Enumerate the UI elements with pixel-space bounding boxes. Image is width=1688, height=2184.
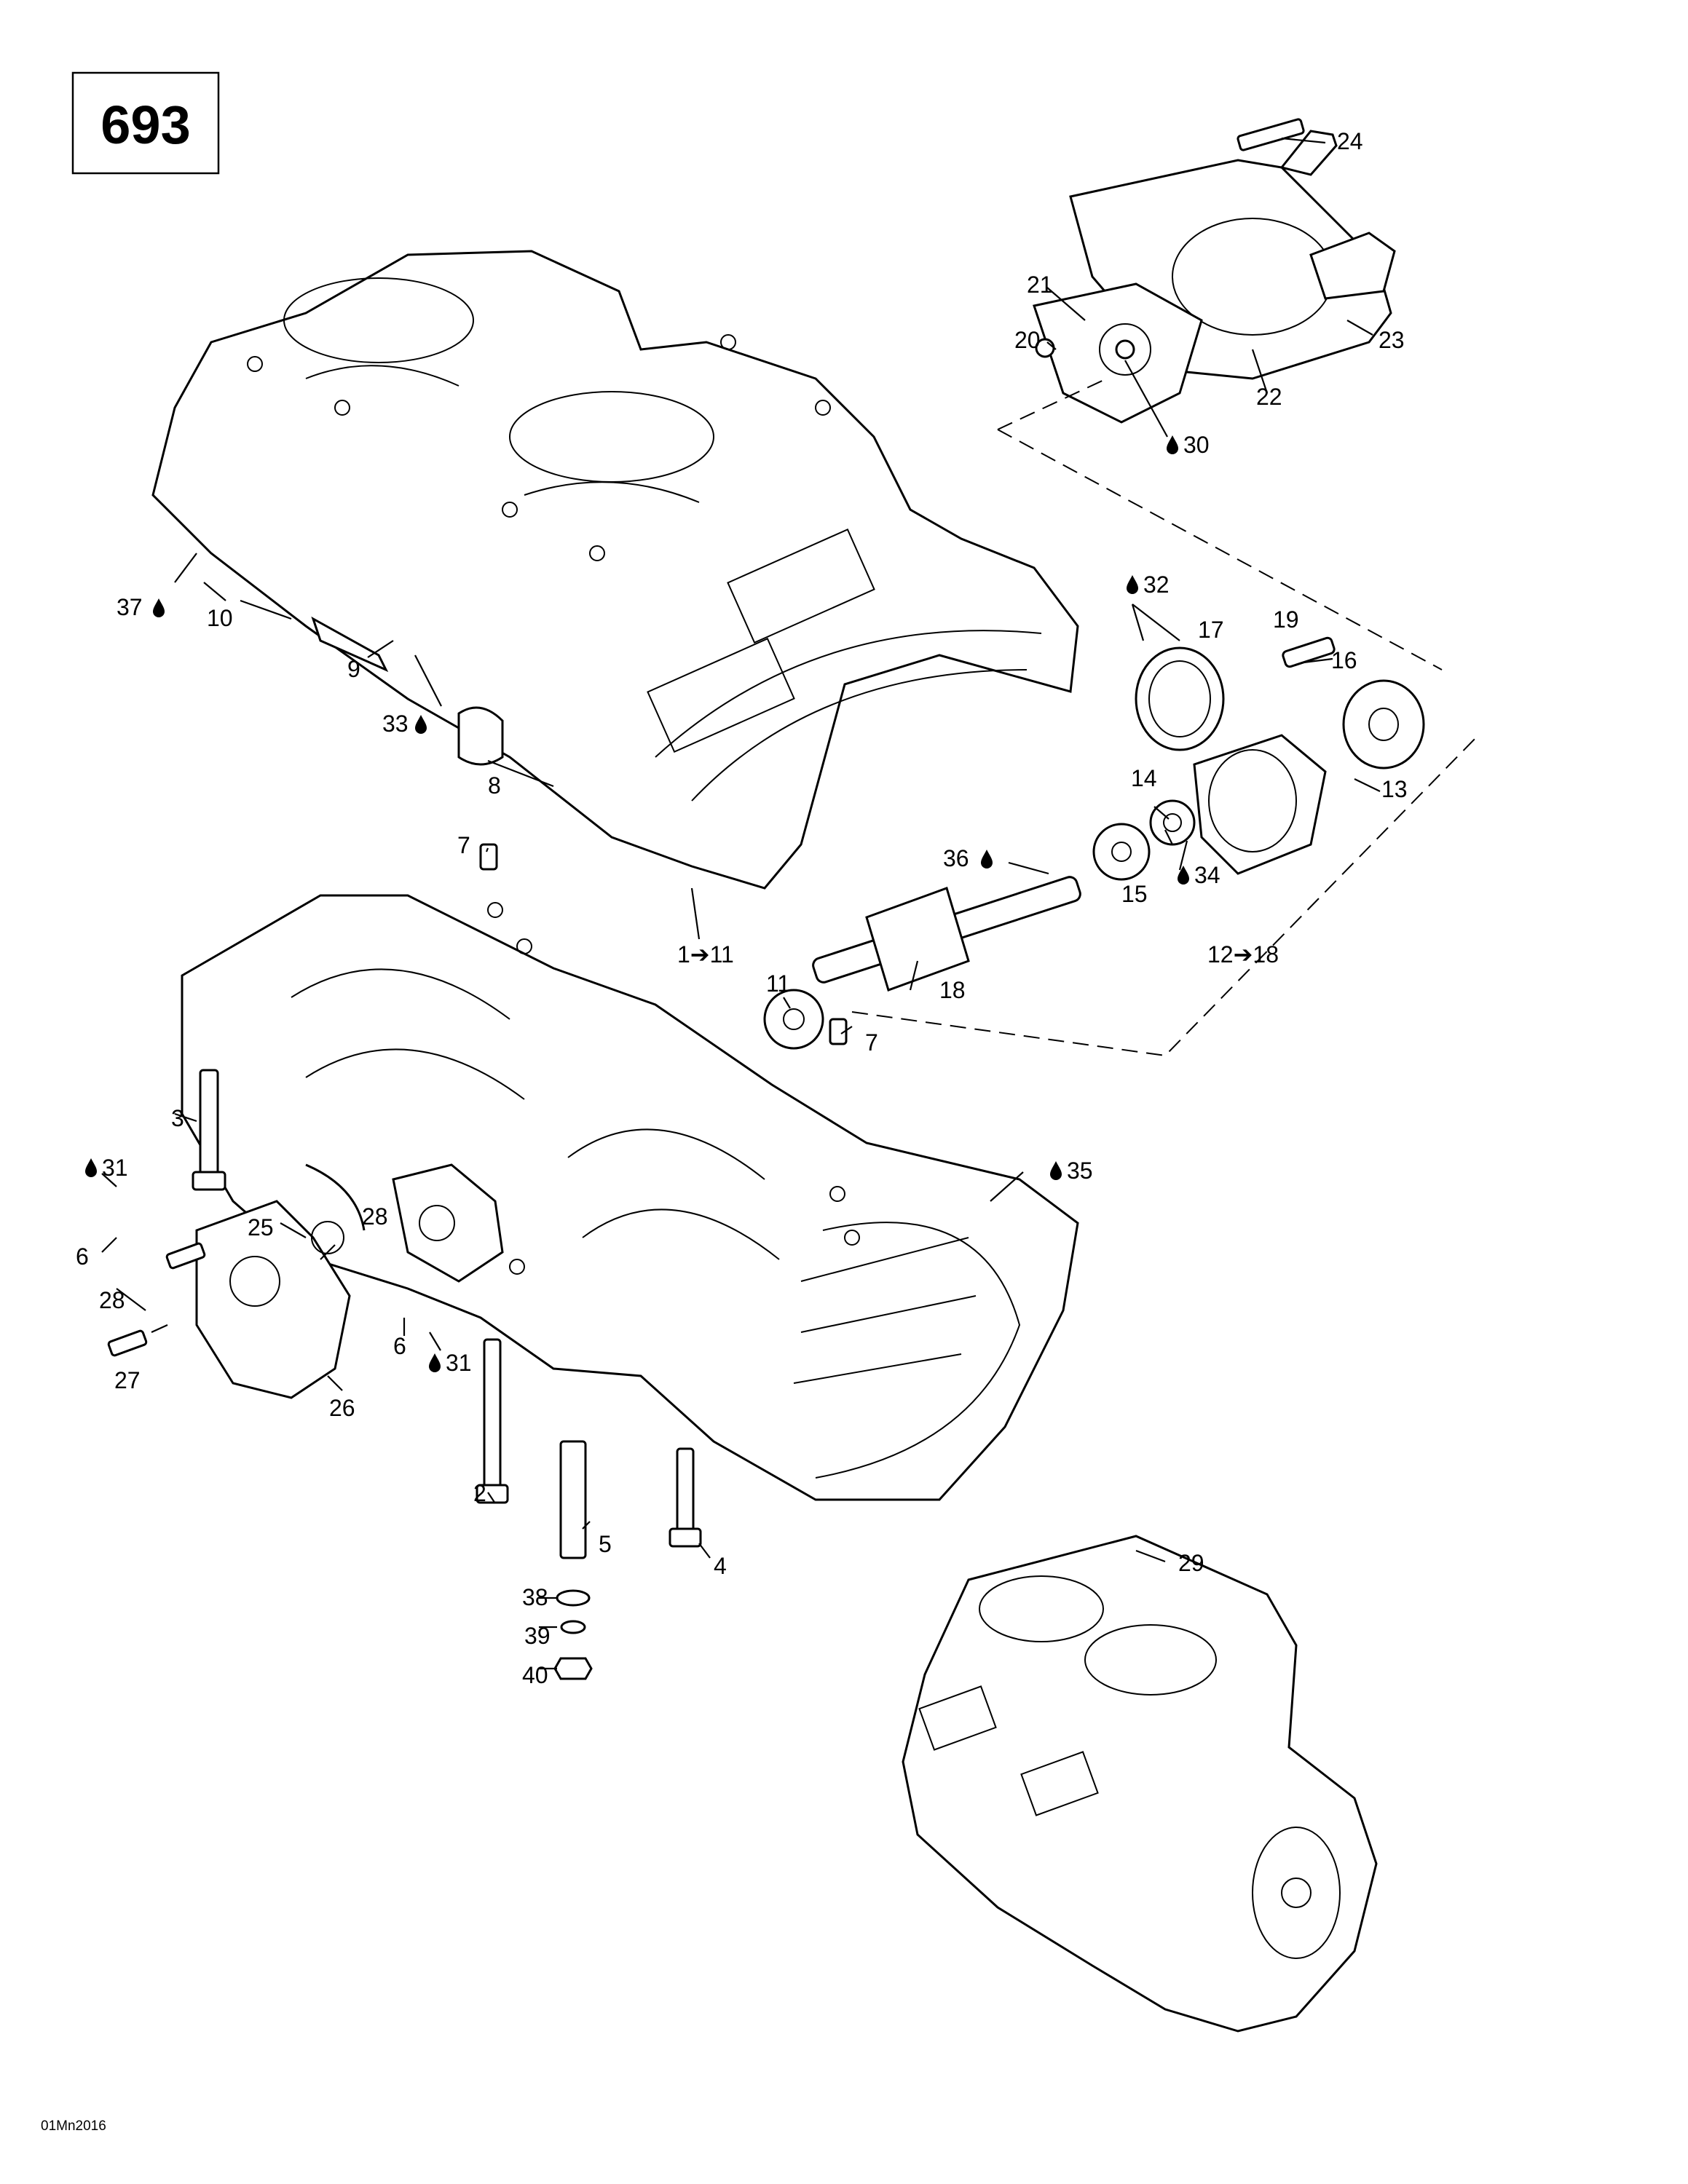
callout-34: 34 [1194,862,1220,888]
callout-9: 9 [347,656,360,682]
oil-pump [195,1163,504,1399]
upper-crankcase [151,250,1079,890]
leader-lines [101,137,1479,1670]
callout-37: 37 [117,594,143,620]
callout-30: 30 [1183,432,1210,458]
callout-28b: 28 [99,1287,125,1313]
callout-16: 16 [1331,647,1357,673]
callout-40: 40 [522,1662,548,1688]
callout-17: 17 [1198,617,1224,643]
callout-2: 2 [473,1480,486,1506]
callout-31b: 31 [446,1350,472,1376]
oil-drop-icon [1127,575,1138,594]
callout-11: 11 [766,970,790,997]
callout-21: 21 [1027,272,1053,298]
callout-38: 38 [522,1584,548,1610]
callout-26: 26 [329,1395,355,1421]
callout-4: 4 [714,1553,727,1579]
callout-25: 25 [248,1214,274,1241]
engine-code-box: 693 [71,71,220,175]
callout-1-11: 1➔11 [677,941,734,968]
callout-14: 14 [1131,765,1157,791]
callout-22: 22 [1256,384,1282,410]
callout-6b: 6 [393,1333,406,1359]
callout-19: 19 [1273,606,1299,633]
callout-13: 13 [1381,776,1408,802]
callout-24: 24 [1337,128,1363,154]
callout-12-18: 12➔18 [1207,941,1279,968]
oil-drop-icon [1167,435,1178,454]
oil-drop-icon [85,1158,97,1177]
callout-36: 36 [943,845,969,871]
callout-7a: 7 [457,832,470,858]
callout-5: 5 [599,1531,612,1557]
callout-labels: 24 21 20 23 22 30 32 17 19 16 13 14 34 3… [76,128,1408,1688]
callout-31a: 31 [102,1155,128,1181]
callout-7b: 7 [865,1029,878,1056]
callout-18: 18 [939,977,966,1003]
water-pump-housing [1033,130,1396,424]
oil-drop-icon [1050,1161,1062,1180]
callout-27: 27 [114,1367,141,1393]
engine-code: 693 [100,95,190,155]
callout-20: 20 [1014,327,1041,353]
callout-15: 15 [1121,881,1148,907]
callout-6a: 6 [76,1243,89,1270]
callout-28a: 28 [362,1203,388,1230]
callout-35: 35 [1067,1158,1093,1184]
footer-code: 01Mn2016 [41,2118,106,2134]
callout-23: 23 [1379,327,1405,353]
callout-10: 10 [207,605,233,631]
assembled-engine [902,1535,1378,2033]
lower-crankcase [181,894,1079,1501]
callout-29: 29 [1178,1550,1204,1576]
oil-drop-icon [415,715,427,734]
callout-8: 8 [488,772,501,799]
oil-drop-icon [981,850,993,869]
oil-drop-icon [429,1353,441,1372]
oil-drop-icon [153,598,165,617]
drive-shaft-assembly [763,636,1425,1050]
callout-32: 32 [1143,571,1170,598]
callout-3: 3 [171,1105,184,1131]
callout-33: 33 [382,711,409,737]
callout-39: 39 [524,1623,551,1649]
